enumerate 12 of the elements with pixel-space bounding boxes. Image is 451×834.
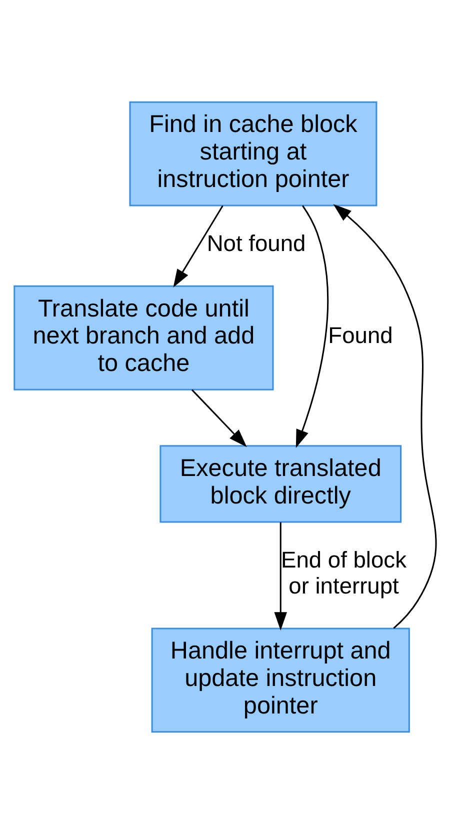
edge-label: Found [328, 322, 393, 348]
edge-label: End of block or interrupt [281, 546, 406, 598]
arrow [274, 522, 288, 630]
arrow [333, 204, 437, 629]
node-box: Find in cache block starting at instruction pointer [129, 101, 378, 206]
node-box: Handle interrupt and update instruction pointer [151, 628, 410, 733]
node-box: Execute translated block directly [160, 445, 402, 523]
arrow [173, 205, 224, 288]
arrow [191, 389, 247, 448]
edge-label: Not found [206, 230, 306, 256]
node-box: Translate code until next branch and add to cache [14, 285, 274, 390]
arrow [296, 205, 329, 448]
